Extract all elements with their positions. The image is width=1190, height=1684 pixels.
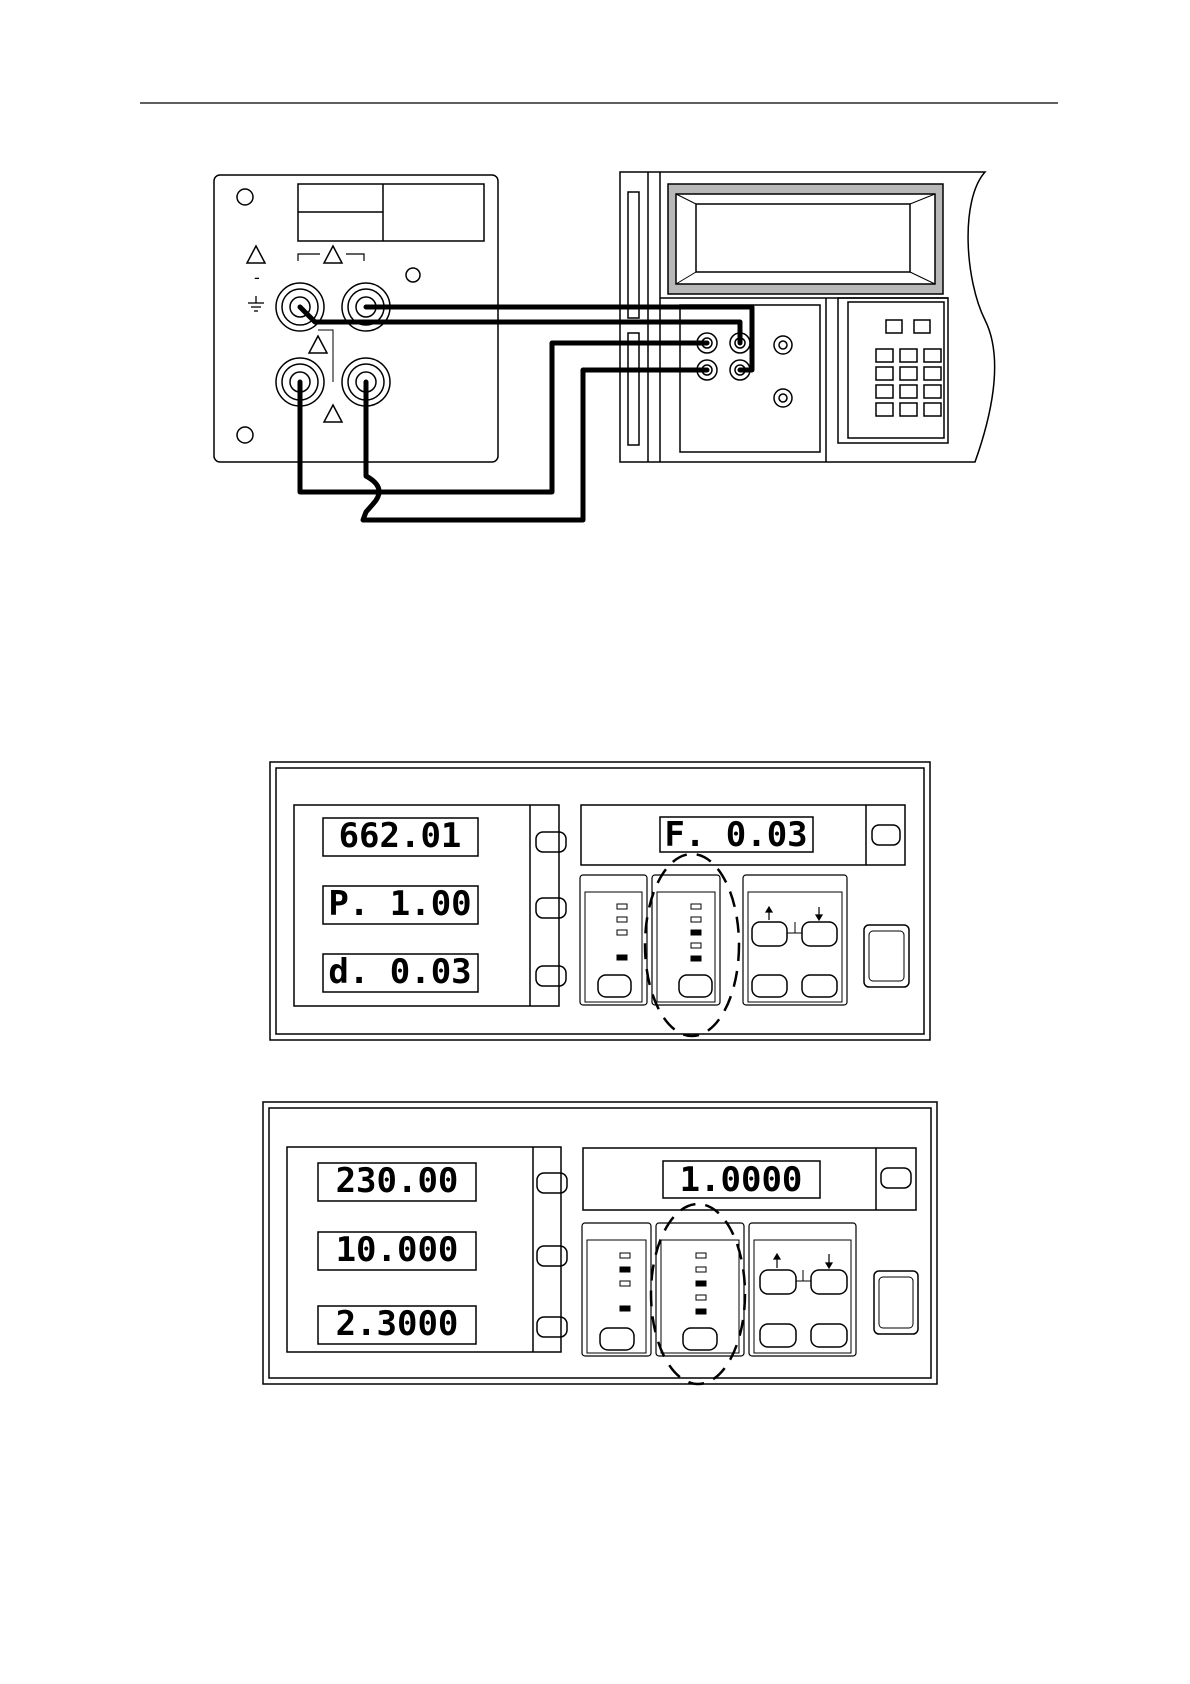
mode-led [620,1281,630,1286]
mode-button-1[interactable] [600,1328,634,1350]
decrease-button[interactable] [802,922,837,946]
down-arrow-icon [826,1254,832,1268]
power-switch[interactable] [874,1271,918,1334]
meter-instrument [620,172,995,462]
mounting-screw-icon [237,189,253,205]
keypad-key[interactable] [924,385,941,398]
test-leads [300,307,752,520]
range-led [696,1267,706,1272]
warning-triangle-icon [309,336,327,353]
ground-icon [248,296,264,311]
readout-voltage: 662.01 [339,816,462,856]
keypad-key[interactable] [914,320,930,333]
readout-power: P. 1.00 [328,884,471,924]
display-select-button-1[interactable] [536,832,566,852]
wire-hi-sense [366,307,752,370]
up-arrow-icon [774,1254,780,1268]
readout-power: 2.3000 [336,1304,459,1344]
mode-button-1[interactable] [598,975,631,997]
readout-frequency: F. 0.03 [664,815,807,855]
front-panel-a: 662.01 P. 1.00 d. 0.03 F. 0.03 [270,762,930,1040]
warning-triangle-icon [324,246,342,263]
function-button-right[interactable] [811,1324,847,1347]
front-panel-b: 230.00 10.000 2.3000 1.0000 [263,1102,937,1384]
mode-led [617,917,627,922]
keypad-key[interactable] [900,385,917,398]
range-led [696,1253,706,1258]
range-led [691,904,701,909]
decrease-button[interactable] [811,1270,847,1294]
warning-triangle-icon [247,246,265,263]
range-led-lit [696,1281,706,1286]
bnc-connector[interactable] [774,336,792,354]
keypad-key[interactable] [924,349,941,362]
source-instrument-panel: - [214,175,498,462]
readout-current: 10.000 [336,1230,459,1270]
display-select-button-2[interactable] [536,898,566,918]
rack-slot [628,333,639,445]
indicator-led-icon [406,268,420,282]
bnc-connector[interactable] [774,389,792,407]
readout-power-factor: 1.0000 [680,1160,803,1200]
range-button[interactable] [679,975,712,997]
mode-led-lit [620,1267,630,1272]
up-arrow-icon [766,907,772,920]
readout-voltage: 230.00 [336,1161,459,1201]
keypad-key[interactable] [924,403,941,416]
keypad-key[interactable] [876,367,893,380]
range-led-lit [691,930,701,935]
down-arrow-icon [816,907,822,920]
range-led-lit [696,1309,706,1314]
mode-led [620,1253,630,1258]
display-select-button-2[interactable] [537,1246,567,1266]
rack-slot [628,192,639,318]
increase-button[interactable] [752,922,787,946]
display-select-button-3[interactable] [536,966,566,986]
display-select-button-3[interactable] [537,1317,567,1337]
display-select-button-1[interactable] [537,1173,567,1193]
right-display-button[interactable] [881,1168,911,1188]
mode-led [617,904,627,909]
warning-triangle-icon [324,405,342,422]
highlight-ellipse [645,854,739,1036]
highlight-ellipse [651,1204,745,1384]
keypad-key[interactable] [900,403,917,416]
keypad-key[interactable] [900,349,917,362]
mode-led [617,930,627,935]
range-led-lit [691,956,701,961]
mode-led-lit [617,955,627,960]
keypad-key[interactable] [886,320,902,333]
range-button[interactable] [683,1328,717,1350]
keypad-key[interactable] [900,367,917,380]
wire-lo-current [363,370,707,520]
power-switch[interactable] [864,925,909,987]
right-display-button[interactable] [872,825,900,845]
minus-sign: - [254,268,260,287]
function-button-left[interactable] [752,975,787,997]
keypad-key[interactable] [924,367,941,380]
keypad-key[interactable] [876,403,893,416]
increase-button[interactable] [760,1270,796,1294]
keypad-key[interactable] [876,349,893,362]
function-button-left[interactable] [760,1324,796,1347]
mode-led-lit [620,1306,630,1311]
range-led [691,943,701,948]
mounting-screw-icon [237,427,253,443]
readout-d: d. 0.03 [328,952,471,992]
keypad-key[interactable] [876,385,893,398]
function-button-right[interactable] [802,975,837,997]
range-led [696,1295,706,1300]
range-led [691,917,701,922]
